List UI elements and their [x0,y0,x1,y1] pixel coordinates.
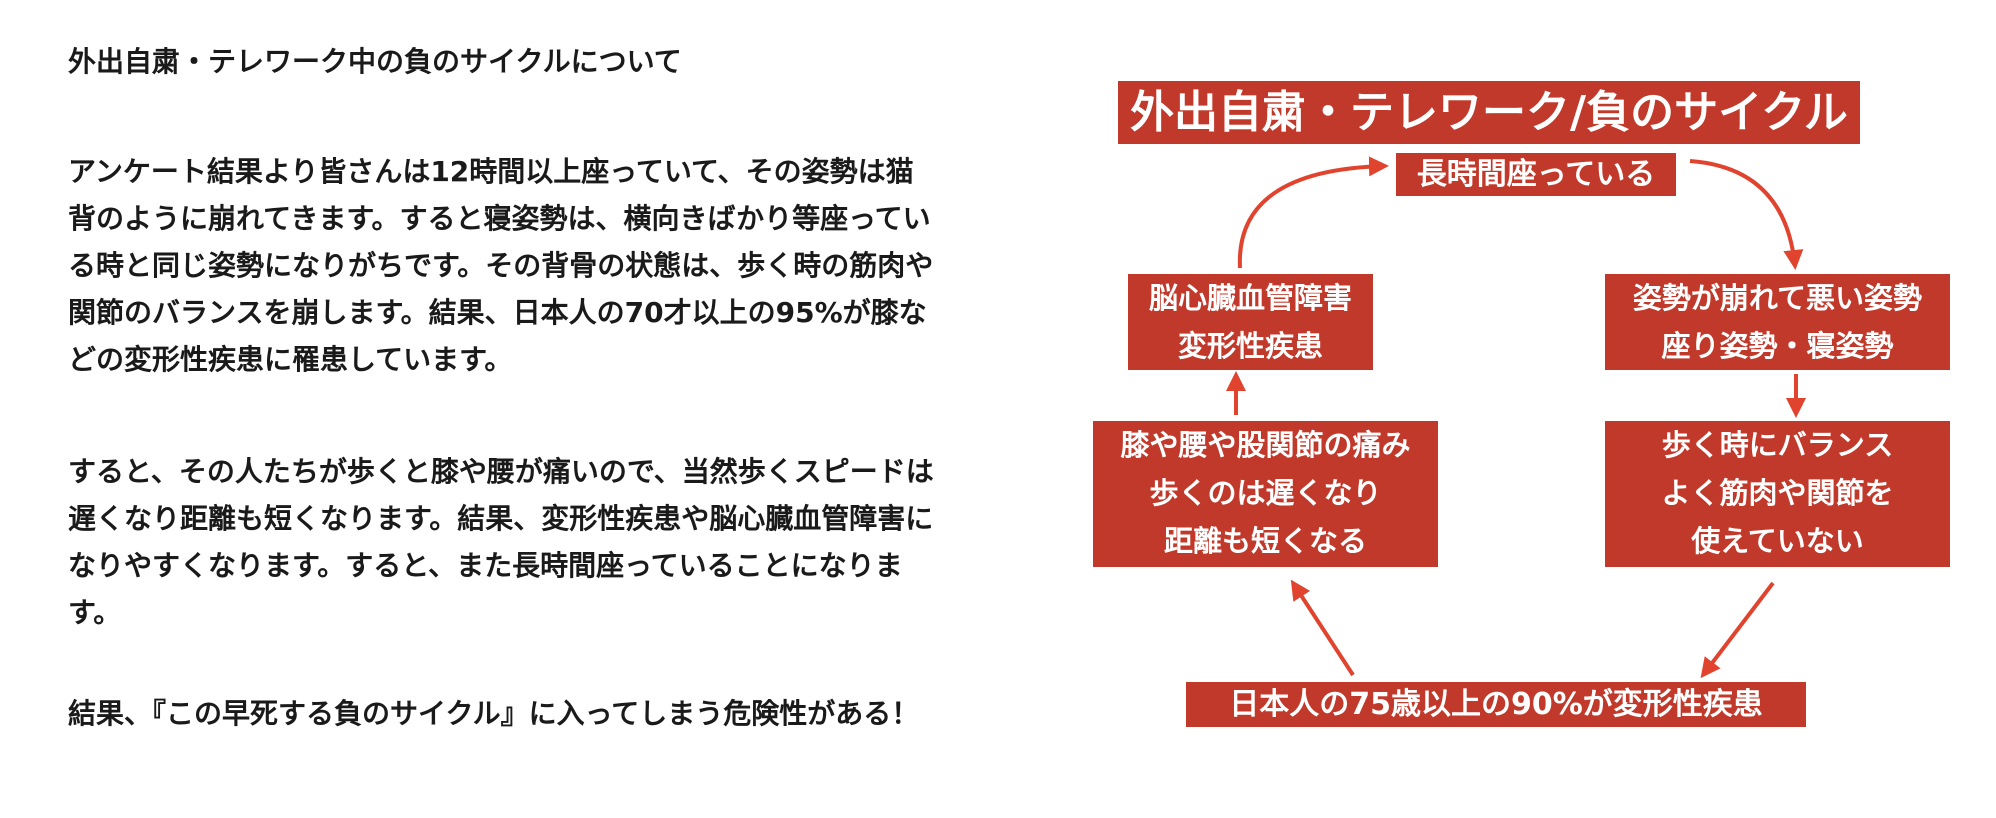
paragraph-line: どの変形性疾患に罹患しています。 [68,343,513,376]
node-text: 使えていない [1691,524,1864,558]
node-text: よく筋肉や関節を [1661,476,1894,510]
paragraph-3: 結果、『この早死する負のサイクル』に入ってしまう危険性がある！ [68,690,1058,737]
diagram-title: 外出自粛・テレワーク/負のサイクル [1118,81,1860,144]
paragraph-line: 結果、『この早死する負のサイクル』に入ってしまう危険性がある！ [68,697,920,730]
node-cardiovascular-disease: 脳心臓血管障害 変形性疾患 [1128,274,1373,370]
arrow-right-bottom-to-bottom [1700,581,1775,679]
node-text: 変形性疾患 [1177,329,1323,363]
node-text: 脳心臓血管障害 [1148,281,1352,315]
paragraph-line: 背のように崩れてきます。すると寝姿勢は、横向きばかり等座ってい [68,202,931,235]
paragraph-line: 遅くなり距離も短くなります。結果、変形性疾患や脳心臓血管障害に [68,502,934,535]
arrow-left-top-to-top [1237,156,1389,269]
paragraph-line: る時と同じ姿勢になりがちです。その背骨の状態は、歩く時の筋肉や [68,249,934,282]
node-bad-posture: 姿勢が崩れて悪い姿勢 座り姿勢・寝姿勢 [1605,274,1950,370]
paragraph-line: 関節のバランスを崩します。結果、日本人の70才以上の95%が膝な [68,296,927,329]
node-text: 姿勢が崩れて悪い姿勢 [1632,281,1923,315]
paragraph-line: なりやすくなります。すると、また長時間座っていることになりま [68,549,903,582]
page-heading: 外出自粛・テレワーク中の負のサイクルについて [68,45,682,78]
cycle-diagram: 外出自粛・テレワーク/負のサイクル 長時間座っている 姿勢が崩れて悪い姿勢 座り… [1085,70,1985,750]
node-text: 歩くのは遅くなり [1149,476,1382,510]
paragraph-1: アンケート結果より皆さんは12時間以上座っていて、その姿勢は猫 背のように崩れて… [68,148,1058,383]
arrow-top-to-right [1689,159,1804,270]
node-text: 座り姿勢・寝姿勢 [1661,329,1894,363]
node-text: 距離も短くなる [1163,524,1367,558]
node-text: 膝や腰や股関節の痛み [1120,428,1411,462]
node-degenerative-disease-rate: 日本人の75歳以上の90%が変形性疾患 [1186,682,1806,727]
node-text: 歩く時にバランス [1661,428,1894,462]
node-text: 日本人の75歳以上の90%が変形性疾患 [1229,687,1763,722]
paragraph-2: すると、その人たちが歩くと膝や腰が痛いので、当然歩くスピードは 遅くなり距離も短… [68,448,1058,636]
node-walking-balance: 歩く時にバランス よく筋肉や関節を 使えていない [1605,421,1950,567]
paragraph-line: す。 [68,596,122,629]
node-long-sitting: 長時間座っている [1396,153,1676,196]
arrow-bottom-to-left-bottom [1290,579,1355,677]
diagram-title-text: 外出自粛・テレワーク/負のサイクル [1130,87,1848,138]
node-joint-pain: 膝や腰や股関節の痛み 歩くのは遅くなり 距離も短くなる [1093,421,1438,567]
paragraph-line: アンケート結果より皆さんは12時間以上座っていて、その姿勢は猫 [68,155,914,188]
node-text: 長時間座っている [1416,157,1656,192]
paragraph-line: すると、その人たちが歩くと膝や腰が痛いので、当然歩くスピードは [68,455,934,488]
cycle-arrows [1226,156,1806,679]
